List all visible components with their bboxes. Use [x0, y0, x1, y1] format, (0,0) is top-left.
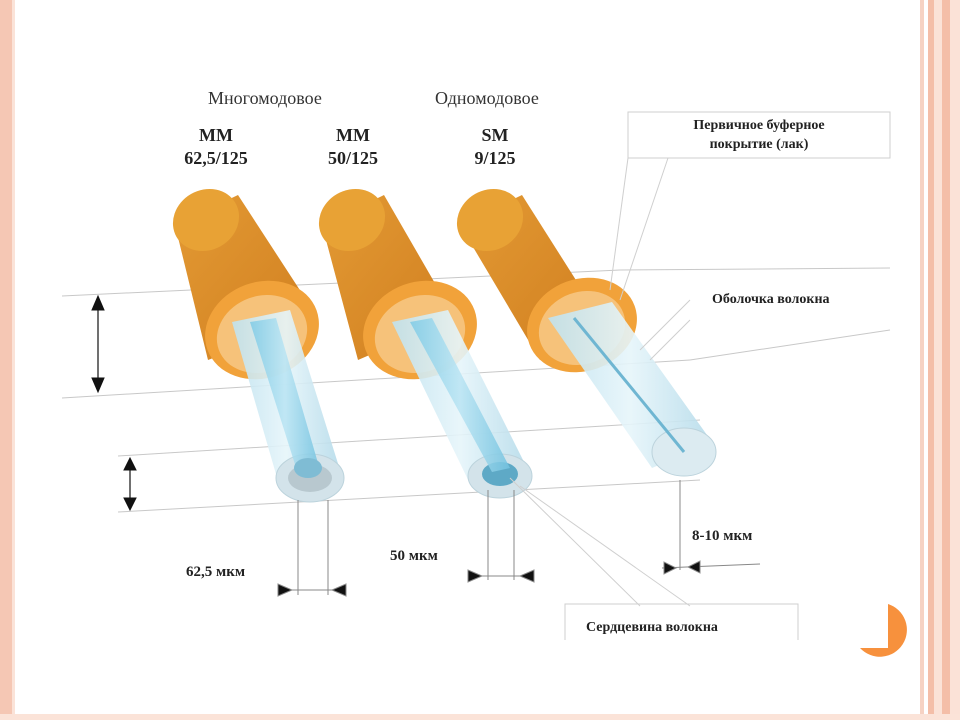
group-label-multimode: Многомодовое [208, 88, 322, 108]
fiber-sm-9 [456, 188, 717, 477]
slide-border-bottom [0, 714, 960, 720]
dimension-label-50: 50 мкм [390, 548, 438, 564]
fiber-mm-62-5 [172, 188, 345, 503]
guide-line-lower [117, 419, 701, 457]
fiber-type-2-line1: MM [336, 125, 370, 145]
fiber-type-3-line1: SM [481, 125, 509, 145]
height-arrow-small [123, 456, 137, 512]
height-arrow-large [91, 294, 105, 394]
callout-leaders [509, 111, 891, 640]
fiber-type-label-3: SM 9/125 [460, 124, 530, 170]
callout-cladding: Оболочка волокна [712, 292, 830, 307]
group-label-singlemode: Одномодовое [435, 88, 539, 108]
callout-core: Сердцевина волокна [586, 620, 718, 635]
callout-buffer-coating: Первичное буферное покрытие (лак) [630, 116, 888, 154]
callout-buffer-line1: Первичное буферное [693, 118, 825, 133]
slide-border-right [920, 0, 960, 720]
callout-buffer-line2: покрытие (лак) [709, 137, 809, 152]
dimension-label-8-10: 8-10 мкм [692, 528, 753, 544]
fiber-type-label-1: MM 62,5/125 [176, 124, 256, 170]
slide-border-left-inner [12, 0, 15, 720]
fiber-type-1-line1: MM [199, 125, 233, 145]
fiber-mm-50 [318, 188, 533, 499]
accent-circle [860, 604, 907, 657]
fiber-type-1-line2: 62,5/125 [184, 148, 248, 168]
slide-border-left [0, 0, 12, 720]
fiber-type-3-line2: 9/125 [474, 148, 516, 168]
dimension-markers [277, 480, 761, 597]
fiber-type-2-line2: 50/125 [327, 148, 378, 168]
guide-line-bottom [117, 479, 701, 513]
fiber-type-label-2: MM 50/125 [318, 124, 388, 170]
dimension-label-62-5: 62,5 мкм [186, 564, 246, 580]
